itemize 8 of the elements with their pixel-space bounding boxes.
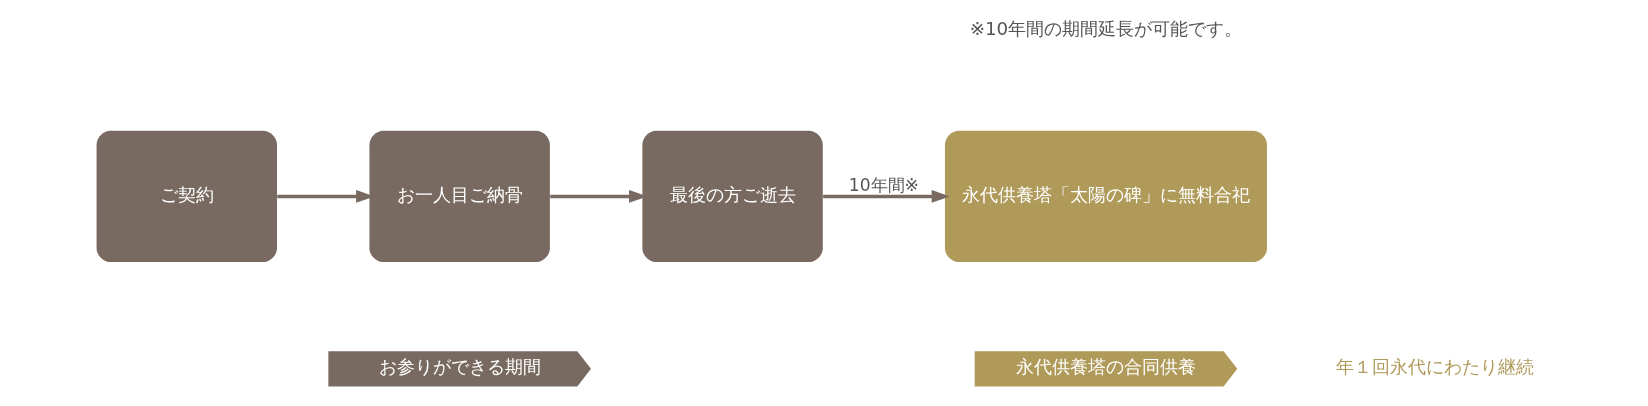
arrow [822,190,950,203]
node-box: ご契約 [96,130,277,263]
node-box: お一人目ご納骨 [368,130,550,263]
label: 年１回永代にわたり継続 [1335,356,1534,378]
edge-label: 10年間※ [848,174,919,195]
label: ※10年間の期間延長が可能です。 [969,18,1242,40]
node-box: 最後の方ご逝去 [641,130,823,263]
node-box: 永代供養塔「太陽の碑」に無料合祀 [944,130,1267,263]
